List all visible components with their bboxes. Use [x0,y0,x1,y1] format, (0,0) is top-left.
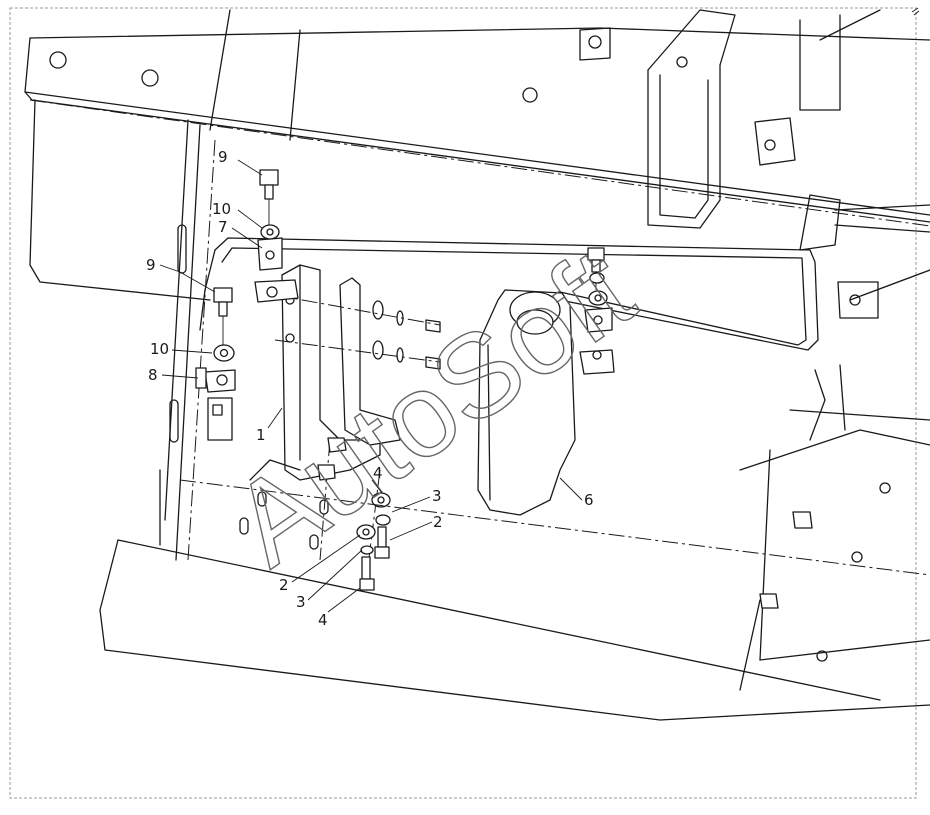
right-clamps [579,247,615,375]
upper-frame-rail [24,27,930,227]
lower-frame-member [99,459,930,721]
callout-4-top: 4 [373,464,383,482]
page-frame [9,7,917,799]
watermark: AutoSoft [209,223,657,592]
mounting-bracket [281,264,401,481]
callout-1: 1 [256,426,266,444]
callout-7: 7 [218,218,228,236]
right-lower-plates [739,269,930,691]
callout-6: 6 [584,491,594,509]
watermark-text: AutoSoft [209,224,655,592]
leader-lines [159,159,583,613]
callout-9-top: 9 [218,148,228,166]
reservoir-tank [477,289,576,516]
callout-9-lower: 9 [146,256,156,274]
callout-2-right: 2 [433,513,443,531]
callout-10-lower: 10 [150,340,169,358]
left-clamps [195,169,299,393]
callouts: 1 2 2 3 3 4 4 6 7 8 9 9 10 10 [146,148,594,629]
upper-right-brackets [579,9,930,319]
left-side-member [29,9,301,561]
callout-3-right: 3 [432,487,442,505]
fastener-set-upper [274,294,441,370]
corner-mark [911,7,920,16]
callout-10-top: 10 [212,200,231,218]
cross-bracket-tube [199,237,819,351]
callout-4-bottom: 4 [318,611,328,629]
callout-3-left: 3 [296,593,306,611]
callout-8: 8 [148,366,158,384]
callout-2-left: 2 [279,576,289,594]
